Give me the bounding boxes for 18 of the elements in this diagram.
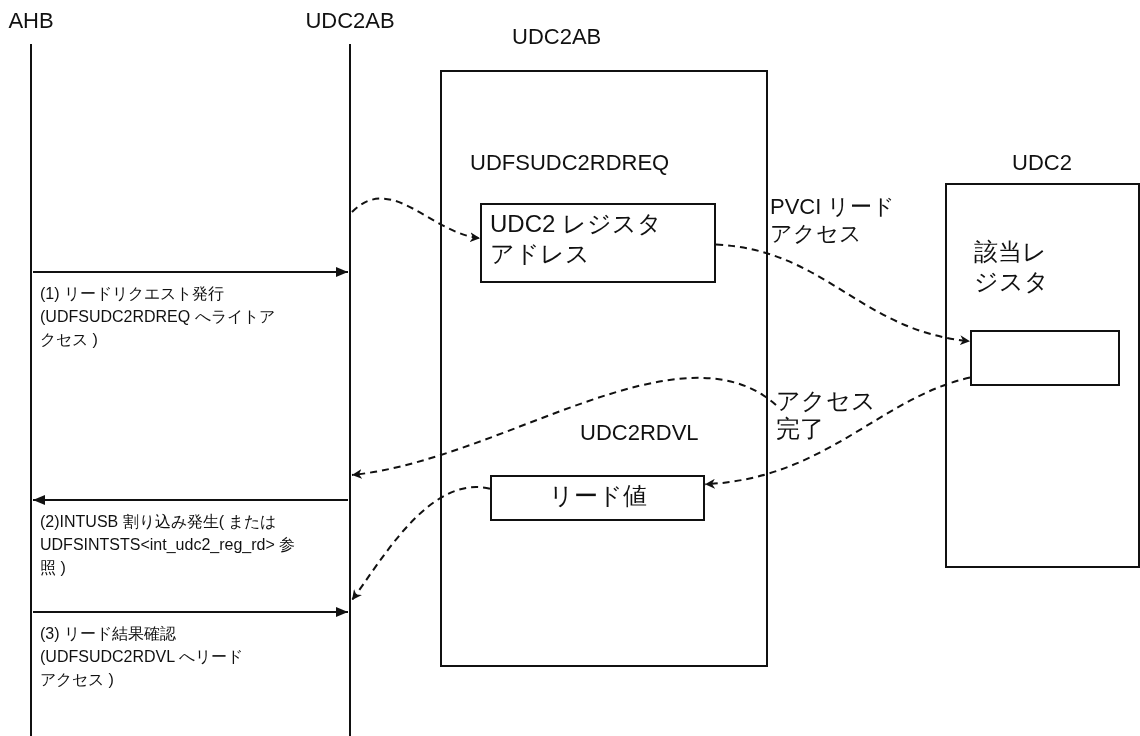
box-text: リード値 [547, 481, 648, 511]
dashed-arrow [351, 197, 481, 242]
box-text: UDC2 レジスタアドレス [490, 209, 663, 269]
box-title: UDC2RDVL [580, 420, 699, 446]
note-text: アクセス完了 [776, 387, 876, 447]
box-title: UDFSUDC2RDREQ [470, 150, 670, 176]
arrow [32, 267, 349, 277]
arrow [32, 607, 349, 617]
arrow [32, 495, 349, 505]
box-title: UDC2AB [512, 24, 602, 50]
lifeline-title: AHB [7, 8, 55, 34]
lifeline-title: UDC2AB [304, 8, 396, 34]
dashed-arrow [351, 486, 491, 601]
dashed-arrow [704, 376, 971, 489]
box-title: UDC2 [1012, 150, 1072, 176]
dashed-arrow [715, 243, 971, 345]
box-title: 該当レジスタ [974, 237, 1050, 297]
dashed-arrow [351, 376, 777, 479]
